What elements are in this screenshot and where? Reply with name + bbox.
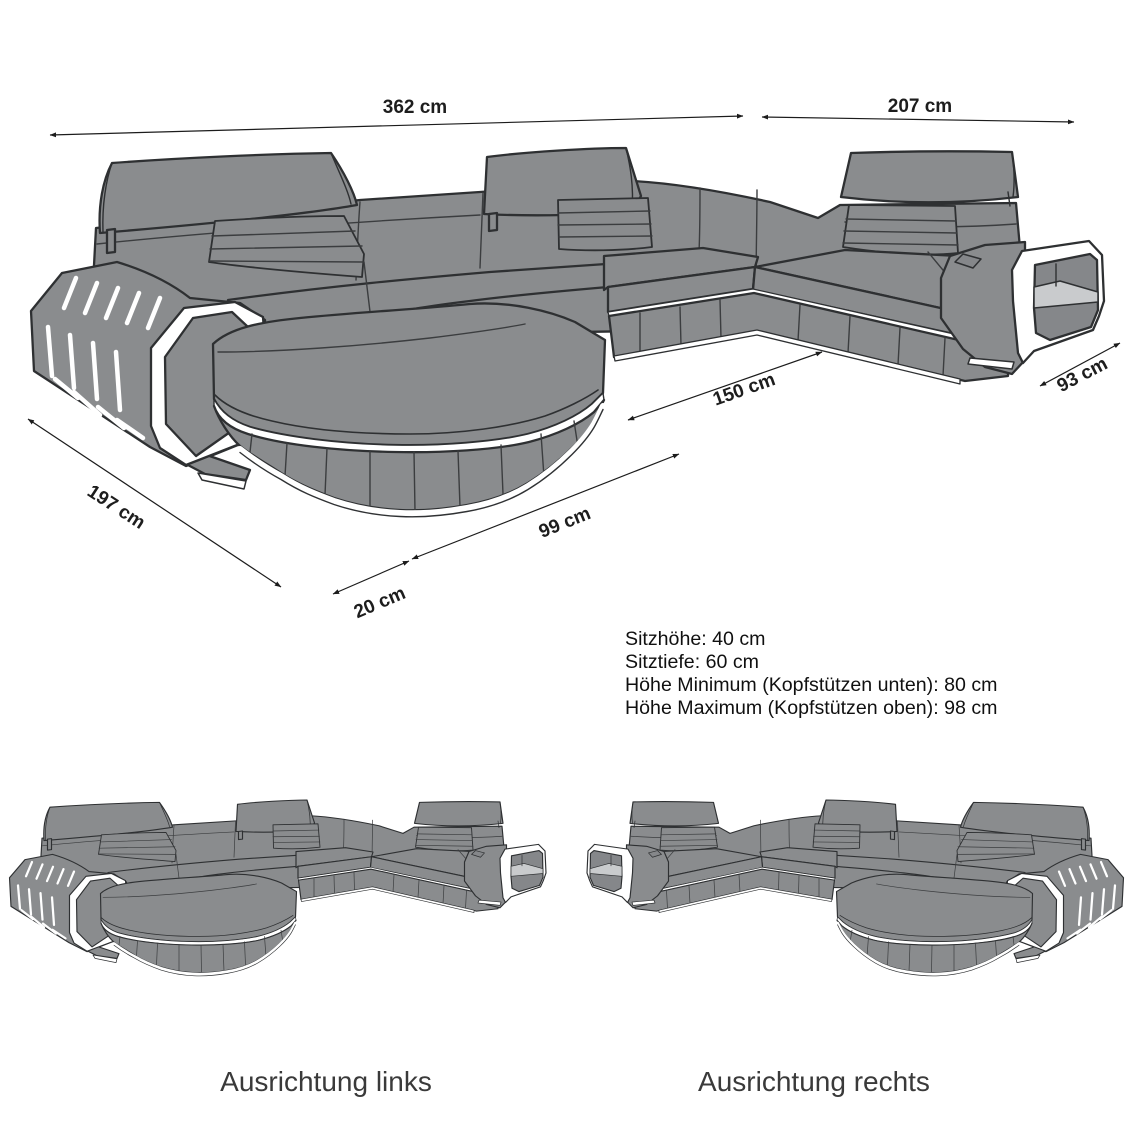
svg-text:362 cm: 362 cm [383, 97, 447, 118]
svg-text:Ausrichtung rechts: Ausrichtung rechts [698, 1066, 930, 1097]
svg-text:99 cm: 99 cm [536, 503, 594, 543]
svg-text:207 cm: 207 cm [888, 96, 952, 117]
svg-text:93 cm: 93 cm [1054, 353, 1111, 397]
svg-text:Höhe Minimum (Kopfstützen unte: Höhe Minimum (Kopfstützen unten): 80 cm [625, 674, 997, 696]
svg-text:150 cm: 150 cm [710, 369, 778, 410]
svg-text:197 cm: 197 cm [83, 481, 148, 534]
svg-text:Sitzhöhe: 40 cm: Sitzhöhe: 40 cm [625, 628, 766, 650]
svg-text:20 cm: 20 cm [351, 583, 409, 623]
svg-text:Höhe Maximum (Kopfstützen oben: Höhe Maximum (Kopfstützen oben): 98 cm [625, 697, 997, 719]
svg-text:Ausrichtung links: Ausrichtung links [220, 1066, 432, 1097]
svg-text:Sitztiefe: 60 cm: Sitztiefe: 60 cm [625, 651, 759, 673]
